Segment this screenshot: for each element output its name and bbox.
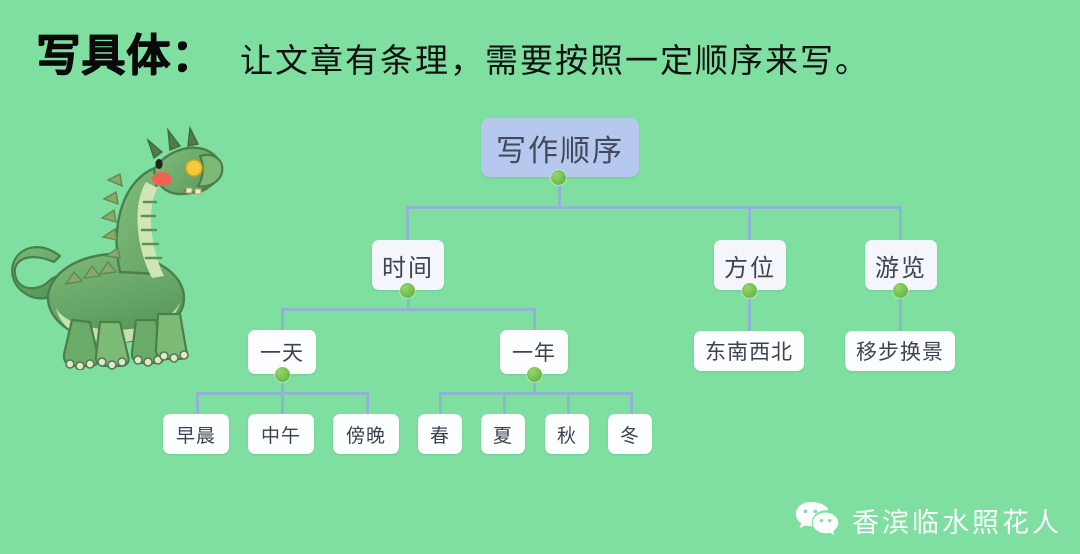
connector-to-tour — [899, 206, 902, 240]
mindmap-node-time-label: 时间 — [382, 254, 434, 282]
mindmap-node-morning-label: 早晨 — [175, 425, 216, 447]
connector-to-day — [281, 308, 284, 330]
connector-root-bus — [407, 206, 902, 209]
connector-root-stem — [558, 178, 561, 208]
connector-year-stem — [533, 374, 536, 394]
connector-year-bus — [439, 392, 631, 395]
mindmap-node-morning[interactable]: 早晨 — [163, 414, 229, 454]
mindmap-node-one-year[interactable]: 一年 — [500, 330, 568, 374]
mindmap-node-four-directions[interactable]: 东南西北 — [694, 331, 804, 371]
connector-to-morning — [196, 392, 199, 414]
page-subtitle: 让文章有条理，需要按照一定顺序来写。 — [240, 41, 870, 80]
mindmap-node-noon[interactable]: 中午 — [248, 414, 314, 454]
connector-time-stem — [407, 290, 410, 310]
expand-dot-direction[interactable] — [742, 283, 757, 298]
mindmap-node-spring[interactable]: 春 — [418, 414, 462, 454]
mindmap-node-one-day[interactable]: 一天 — [248, 330, 316, 374]
expand-dot-root[interactable] — [551, 170, 566, 185]
mindmap-node-moving-scenery-label: 移步换景 — [856, 341, 944, 364]
mindmap-node-evening-label: 傍晚 — [345, 425, 386, 447]
connector-to-direction — [748, 206, 751, 240]
mindmap-node-direction-label: 方位 — [724, 254, 776, 282]
mindmap-node-one-year-label: 一年 — [512, 342, 556, 365]
wechat-icon — [795, 502, 839, 535]
connector-to-autumn — [567, 392, 570, 414]
cartoon-dinosaur-illustration — [11, 125, 224, 370]
connector-direction-to-child — [748, 290, 751, 332]
mindmap-node-spring-label: 春 — [429, 425, 450, 447]
expand-dot-time[interactable] — [400, 283, 415, 298]
mindmap-node-noon-label: 中午 — [260, 425, 301, 447]
mindmap-node-four-directions-label: 东南西北 — [705, 341, 793, 364]
connector-to-spring — [439, 392, 442, 414]
connector-time-bus — [281, 308, 535, 311]
mindmap-node-tour[interactable]: 游览 — [865, 240, 937, 290]
mindmap-node-moving-scenery[interactable]: 移步换景 — [845, 331, 955, 371]
mindmap-node-root-label: 写作顺序 — [496, 134, 624, 168]
watermark-text: 香滨临水照花人 — [852, 507, 1062, 539]
mindmap-node-tour-label: 游览 — [875, 254, 927, 282]
mindmap-node-time[interactable]: 时间 — [372, 240, 444, 290]
mindmap-node-root[interactable]: 写作顺序 — [481, 118, 639, 177]
mindmap-node-evening[interactable]: 傍晚 — [333, 414, 399, 454]
mindmap-node-one-day-label: 一天 — [260, 342, 304, 365]
connector-to-noon — [281, 392, 284, 414]
mindmap-node-winter[interactable]: 冬 — [608, 414, 652, 454]
connector-to-time — [406, 206, 409, 240]
mindmap-node-autumn[interactable]: 秋 — [545, 414, 589, 454]
connector-to-evening — [366, 392, 369, 414]
watermark: 香滨临水照花人 — [794, 500, 1062, 540]
connector-to-year — [533, 308, 536, 330]
mindmap-node-autumn-label: 秋 — [556, 425, 577, 447]
mindmap-node-winter-label: 冬 — [619, 425, 640, 447]
connector-tour-to-child — [899, 290, 902, 332]
page-title: 写具体： — [36, 30, 216, 81]
connector-day-stem — [281, 374, 284, 394]
connector-to-winter — [630, 392, 633, 414]
mindmap-node-summer[interactable]: 夏 — [481, 414, 525, 454]
mindmap-node-direction[interactable]: 方位 — [714, 240, 786, 290]
expand-dot-one-year[interactable] — [527, 367, 542, 382]
connector-to-summer — [503, 392, 506, 414]
expand-dot-tour[interactable] — [893, 283, 908, 298]
mindmap-node-summer-label: 夏 — [492, 425, 513, 447]
expand-dot-one-day[interactable] — [275, 367, 290, 382]
